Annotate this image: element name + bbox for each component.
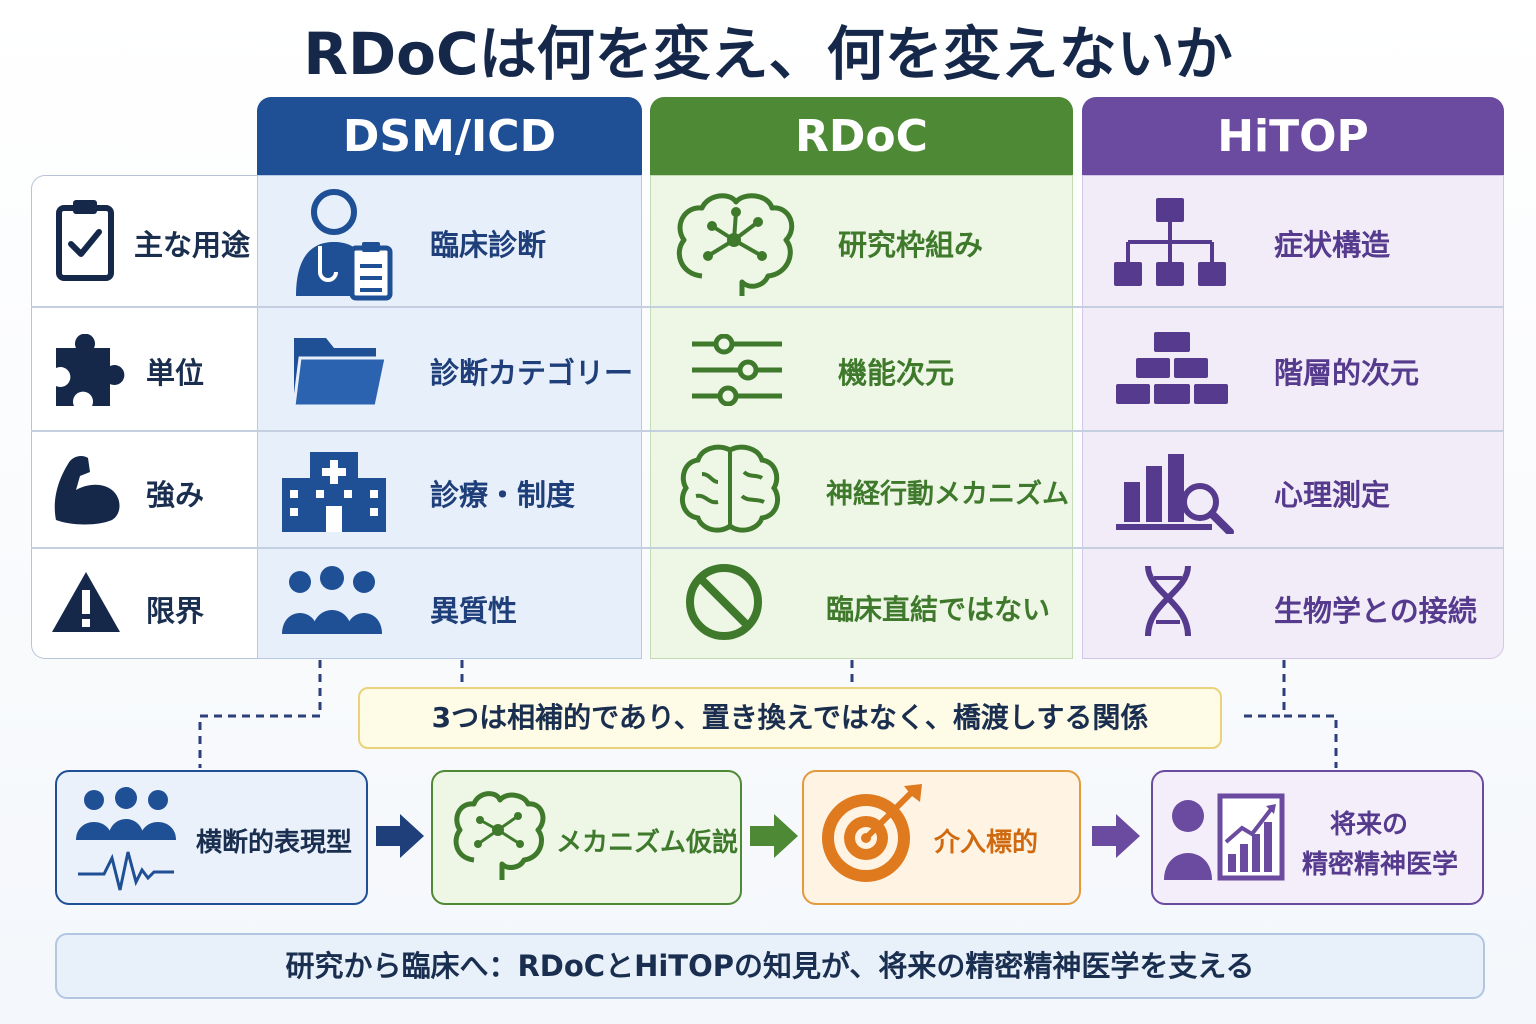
flow-box-phenotype (55, 770, 368, 905)
arrow-right-icon (1092, 814, 1140, 858)
dsm-cell-unit: 診断カテゴリー (430, 356, 634, 390)
flow-label-mechanism: メカニズム仮説 (556, 828, 739, 858)
row-label-strength: 強み (146, 478, 205, 512)
brain-icon (680, 444, 780, 533)
row-label-unit: 単位 (146, 356, 205, 390)
folder-icon (292, 338, 388, 408)
row-label-main-use: 主な用途 (134, 228, 251, 262)
dsm-cell-limitation: 異質性 (430, 594, 518, 628)
flow-box-precision (1151, 770, 1484, 905)
hitop-cell-limitation: 生物学との接続 (1274, 594, 1477, 628)
row-label-limitation: 限界 (146, 594, 205, 628)
clipboard-check-icon (56, 200, 114, 281)
hitop-cell-unit: 階層的次元 (1274, 356, 1420, 390)
dashed-connectors (198, 660, 1338, 768)
flow-label-precision-line1: 将来の (1330, 810, 1409, 840)
hitop-cell-main-use: 症状構造 (1274, 228, 1391, 262)
rdoc-cell-limitation: 臨床直結ではない (826, 593, 1051, 626)
row-divider (31, 306, 1504, 308)
target-arrow-icon (822, 784, 922, 882)
bar-chart-magnifier-icon (1116, 454, 1234, 534)
person-chart-icon (1164, 793, 1285, 881)
prohibited-icon (686, 564, 762, 640)
dsm-cell-strength: 診療・制度 (430, 478, 576, 512)
column-body-rdoc (650, 175, 1073, 659)
brain-network-icon (453, 791, 546, 880)
hitop-cell-strength: 心理測定 (1274, 478, 1391, 512)
dsm-cell-main-use: 臨床診断 (430, 228, 547, 262)
people-waveform-icon (76, 787, 176, 891)
hospital-icon (282, 452, 386, 532)
doctor-clipboard-icon (296, 189, 393, 301)
stacked-blocks-icon (1116, 332, 1228, 404)
rdoc-cell-unit: 機能次元 (838, 356, 955, 390)
puzzle-piece-icon (56, 334, 125, 406)
row-divider (31, 547, 1504, 549)
rdoc-cell-strength: 神経行動メカニズム (826, 479, 1069, 510)
row-divider (31, 430, 1504, 432)
dna-icon (1145, 565, 1191, 637)
complementary-note: 3つは相補的であり、置き換えではなく、橋渡しする関係 (358, 687, 1222, 749)
sliders-icon (692, 334, 782, 406)
bottom-summary: 研究から臨床へ：RDoCとHiTOPの知見が、将来の精密精神医学を支える (55, 933, 1485, 999)
warning-triangle-icon (52, 572, 120, 632)
row-labels-panel (31, 175, 257, 659)
flow-label-phenotype: 横断的表現型 (196, 828, 353, 858)
column-header-rdoc: RDoC (650, 97, 1073, 175)
flexed-arm-icon (54, 456, 120, 525)
column-header-dsm-icd: DSM/ICD (257, 97, 642, 175)
flow-label-target: 介入標的 (934, 828, 1039, 858)
arrow-right-icon (750, 814, 798, 858)
page-title: RDoCは何を変え、何を変えないか (303, 20, 1233, 88)
hierarchy-tree-icon (1114, 198, 1226, 286)
rdoc-cell-main-use: 研究枠組み (838, 228, 984, 262)
people-group-icon (282, 566, 382, 634)
brain-network-icon (677, 193, 795, 296)
arrow-right-icon (376, 814, 424, 858)
flow-label-precision-line2: 精密精神医学 (1302, 850, 1459, 880)
column-header-hitop: HiTOP (1082, 97, 1504, 175)
